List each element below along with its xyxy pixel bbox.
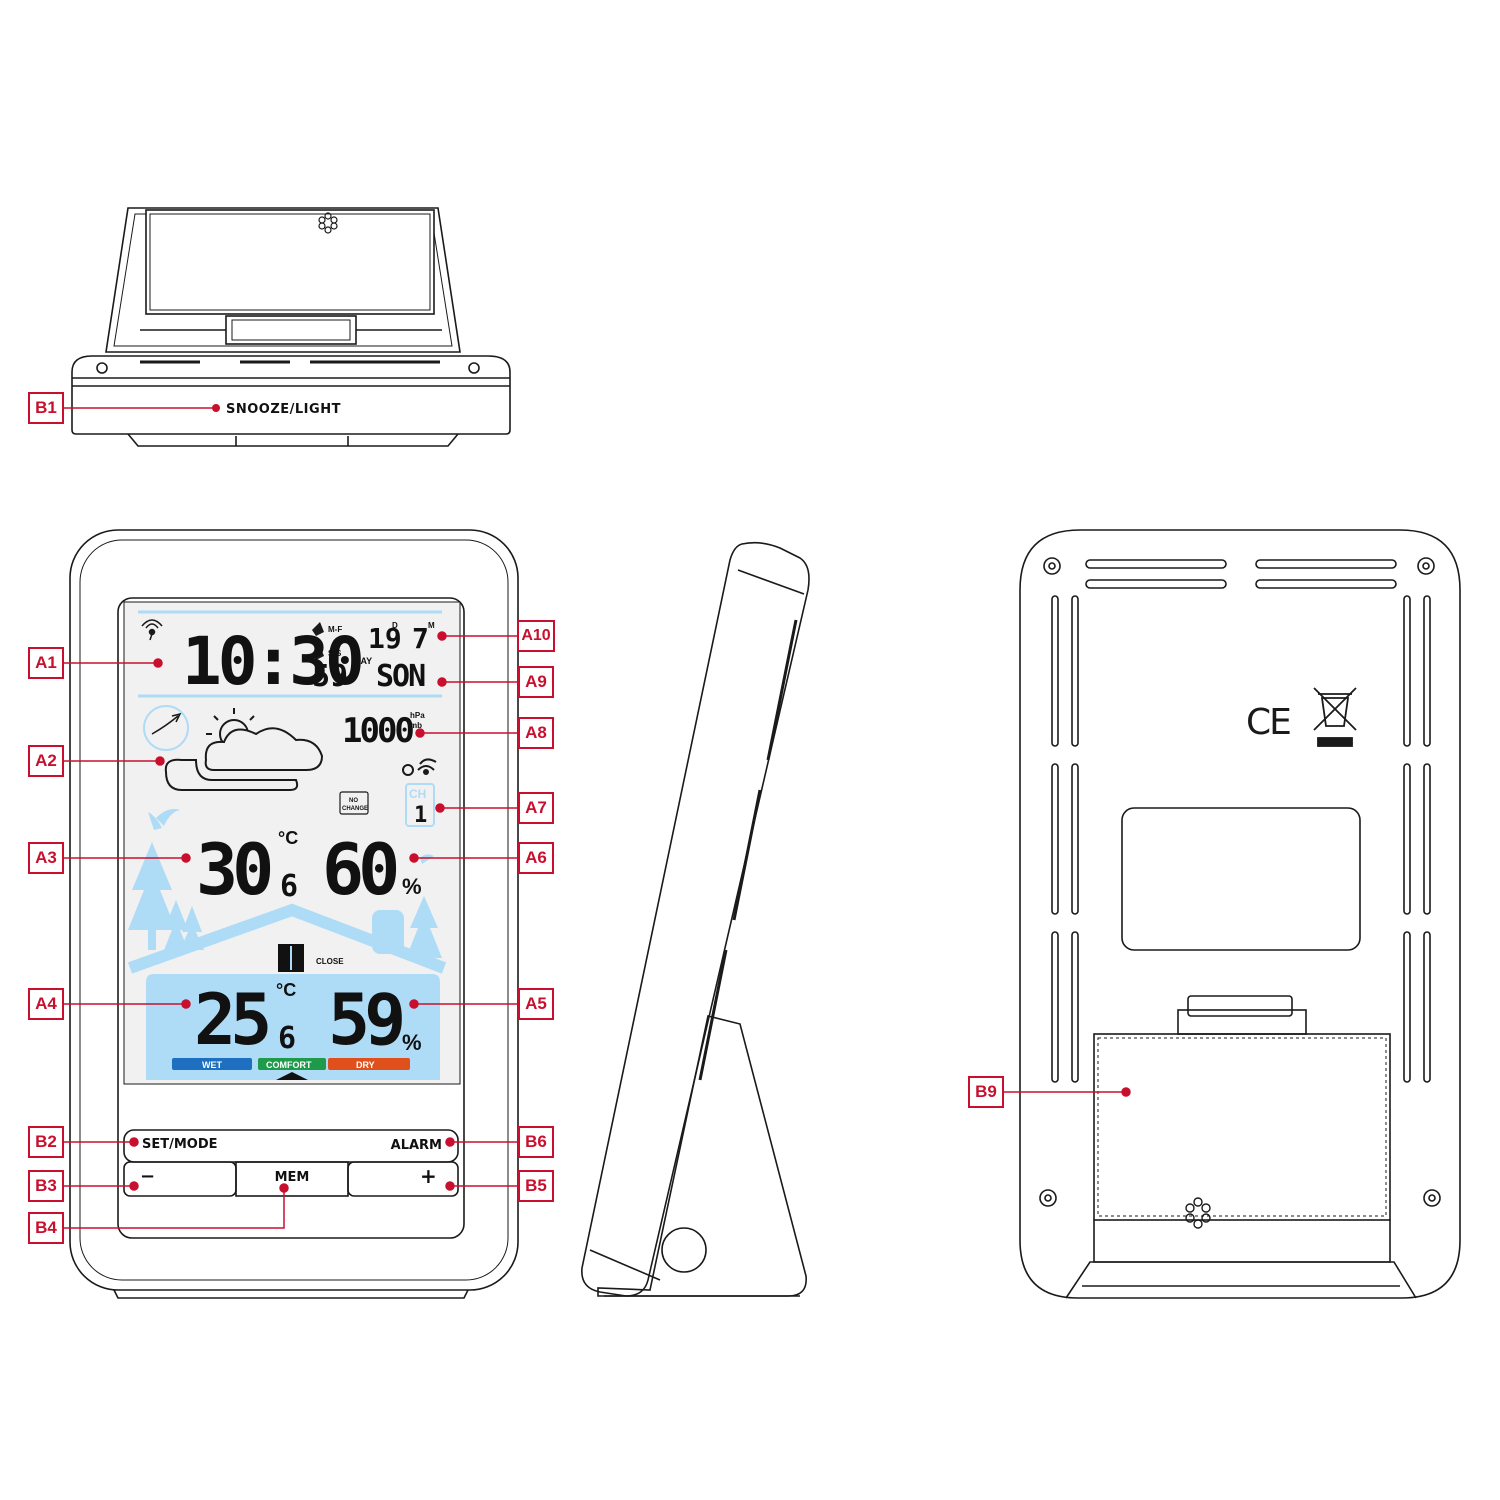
top-view [71,207,511,447]
wireless-signal-icon [402,758,437,776]
callout-b9: B9 [968,1076,1004,1108]
indoor-temp-int: 25 [194,979,268,1061]
callout-a8: A8 [518,717,554,749]
window-icon [278,944,304,972]
callout-a1: A1 [28,647,64,679]
speaker-grille-icon [1185,1197,1211,1229]
callout-a7: A7 [518,792,554,824]
comfort-wet-label: WET [202,1060,222,1070]
date-day: 19 [368,622,402,655]
comfort-comfort-label: COMFORT [266,1060,312,1070]
indoor-temp-dec: 6 [278,1021,296,1056]
outdoor-temp-int: 30 [196,829,270,911]
callout-a4: A4 [28,988,64,1020]
alarm-bell-icon [312,622,324,660]
callout-a10: A10 [517,620,555,652]
no-change-box [339,791,369,815]
weee-bin-icon [1313,687,1357,747]
callout-b3: B3 [28,1170,64,1202]
pressure-display: 1000 [342,711,413,751]
callout-b6: B6 [518,1126,554,1158]
weekday-display: SON [376,659,425,694]
outdoor-hum-unit: % [402,874,422,899]
alarm2-label: S-S [328,649,342,658]
callout-b5: B5 [518,1170,554,1202]
time-display: 10:30 [182,623,361,700]
back-view [1019,529,1461,1299]
date-day-suffix: D [392,621,398,630]
comfort-dry-label: DRY [356,1060,375,1070]
no-change-line1: NO [349,798,358,804]
callout-a5: A5 [518,988,554,1020]
callout-b4: B4 [28,1212,64,1244]
date-month: 7 [412,622,429,655]
seconds-display: 59 [312,659,348,694]
channel-value: 1 [414,803,427,828]
speaker-grille-icon [318,212,338,234]
no-change-line2: CHANGE [342,806,368,812]
day-label: DAY [354,656,372,666]
outdoor-temp-dec: 6 [280,869,298,904]
radio-signal-icon [141,619,163,641]
alarm1-label: M-F [328,625,342,634]
front-buttons-frame [123,1129,459,1197]
minus-button[interactable]: − [140,1166,156,1187]
callout-b2: B2 [28,1126,64,1158]
pressure-unit-top: hPa [410,711,425,720]
pressure-unit-bottom: mb [410,721,422,730]
channel-frame [405,783,435,827]
front-body [69,529,519,1299]
side-view [581,541,810,1297]
close-label: CLOSE [316,957,344,966]
callout-a9: A9 [518,666,554,698]
callout-a6: A6 [518,842,554,874]
set-mode-button[interactable]: SET/MODE [142,1137,218,1152]
plus-button[interactable]: + [420,1164,437,1188]
weather-cloud-sun-icon [164,708,324,791]
outdoor-temp-unit: °C [278,828,298,848]
callout-a3: A3 [28,842,64,874]
indoor-hum-unit: % [402,1030,422,1055]
date-month-suffix: M [428,621,435,630]
outdoor-humidity: 60 [322,829,396,911]
alarm-button[interactable]: ALARM [390,1138,442,1153]
trend-arrow-icon [143,705,189,751]
callout-leaders [64,631,1131,1229]
snooze-light-button[interactable]: SNOOZE/LIGHT [226,402,341,417]
channel-label: CH [409,787,426,801]
callout-a2: A2 [28,745,64,777]
b1-dot [212,404,220,412]
indoor-humidity: 59 [328,979,402,1061]
indoor-temp-unit: °C [276,980,296,1000]
ce-mark: CE [1246,702,1290,743]
callout-b1: B1 [28,392,64,424]
mem-button[interactable]: MEM [274,1170,310,1185]
